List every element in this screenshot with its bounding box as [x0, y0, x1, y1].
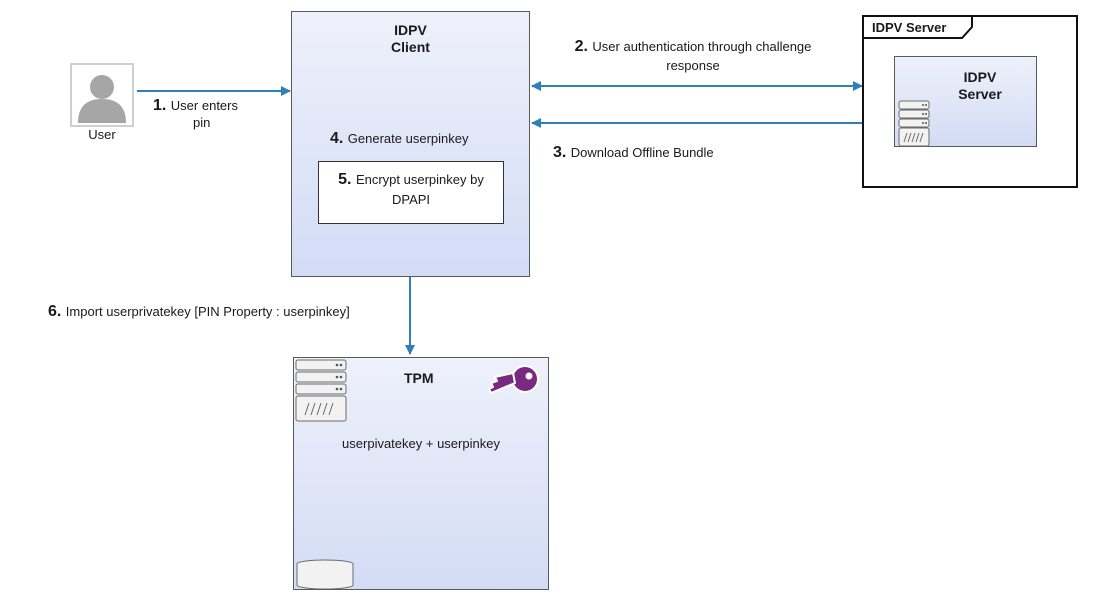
server-frame-tab-label: IDPV Server — [872, 20, 947, 35]
step4-text: Generate userpinkey — [347, 131, 469, 146]
idpv-client-box: IDPV Client 4. Generate userpinkey 5. En… — [291, 11, 530, 277]
step2-number: 2. — [574, 38, 588, 55]
step6-text: Import userprivatekey [PIN Property : us… — [65, 304, 350, 319]
step3-label: 3. Download Offline Bundle — [553, 144, 813, 162]
user-label: User — [88, 127, 116, 142]
key-icon — [488, 365, 539, 394]
idpv-server-frame: IDPV Server IDPV Server — [862, 15, 1078, 188]
step6-label: 6. Import userprivatekey [PIN Property :… — [48, 303, 428, 321]
step3-number: 3. — [553, 144, 567, 161]
step2-label: 2. User authentication through challenge… — [548, 38, 838, 74]
server-rack-icon — [295, 359, 347, 422]
step5-text-line1: Encrypt userpinkey by — [355, 172, 484, 187]
step1-text-line2: pin — [193, 115, 211, 130]
server-title-line1: IDPV — [963, 69, 997, 85]
server-title-line2: Server — [958, 86, 1002, 102]
tpm-content: userpivatekey + userpinkey — [342, 436, 500, 451]
database-icon — [296, 559, 354, 589]
step5-number: 5. — [338, 171, 352, 188]
step4-label: 4. Generate userpinkey — [330, 130, 530, 148]
step5-line1: 5. Encrypt userpinkey by — [319, 171, 503, 189]
frame-tab — [862, 15, 973, 39]
step5-text-line2: DPAPI — [391, 192, 431, 207]
step1-text-line1: User enters — [170, 98, 238, 113]
tpm-box: TPM userpivatekey + userpinkey — [293, 357, 549, 590]
idpv-server-box: IDPV Server — [894, 56, 1037, 147]
server-rack-icon — [898, 100, 930, 147]
step2-text-line1: User authentication through challenge — [592, 39, 812, 54]
step2-text-line2: response — [666, 58, 720, 73]
step1-label: 1. User enters pin — [153, 97, 268, 131]
step3-text: Download Offline Bundle — [570, 145, 714, 160]
client-title-line2: Client — [391, 39, 430, 55]
encrypt-box: 5. Encrypt userpinkey by DPAPI — [318, 161, 504, 224]
tpm-title: TPM — [404, 370, 434, 386]
step4-number: 4. — [330, 130, 344, 147]
step6-number: 6. — [48, 303, 62, 320]
user-icon — [72, 65, 132, 125]
client-title-line1: IDPV — [394, 22, 427, 38]
step1-number: 1. — [153, 97, 167, 114]
user-node — [70, 63, 134, 127]
